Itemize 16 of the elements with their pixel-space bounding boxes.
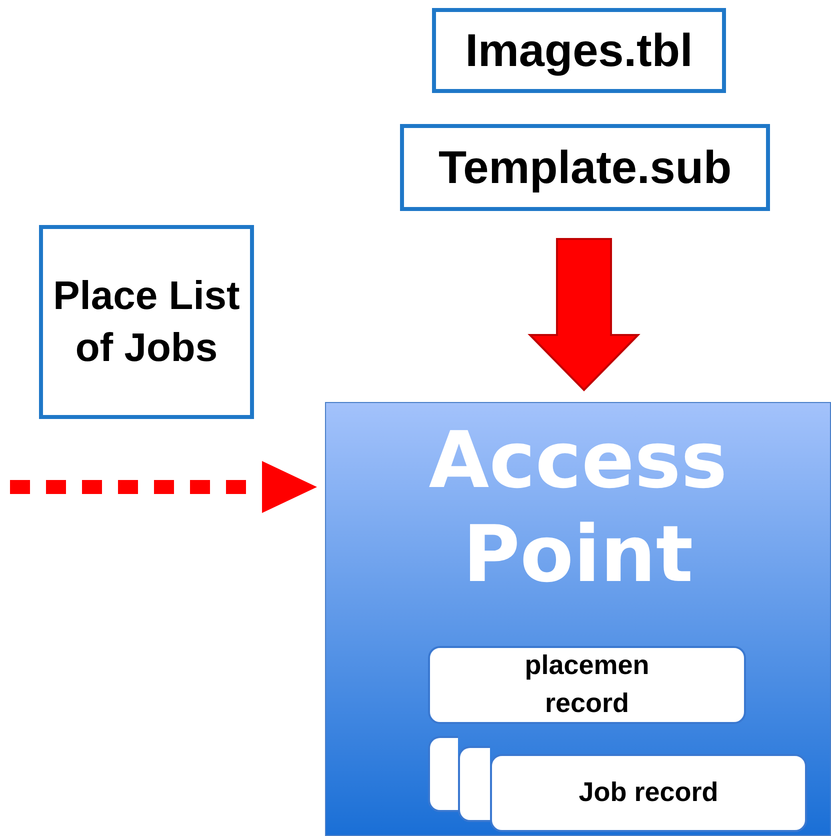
box-label: Images.tbl (465, 25, 693, 76)
record-card (458, 746, 490, 822)
box-label: Template.sub (438, 142, 732, 193)
box-label: Place List of Jobs (52, 273, 241, 372)
record-card (428, 736, 458, 812)
record-card (428, 646, 746, 724)
file-box (432, 8, 726, 93)
panel-title: Access Point (428, 415, 728, 602)
block-arrow (528, 238, 640, 392)
box-label: placemen record (524, 649, 650, 720)
access-point-panel (325, 402, 831, 836)
record-card (490, 754, 807, 832)
action-box (39, 225, 254, 419)
box-label: Job record (578, 776, 718, 810)
file-box (400, 124, 770, 211)
dotted-arrow (10, 461, 317, 513)
